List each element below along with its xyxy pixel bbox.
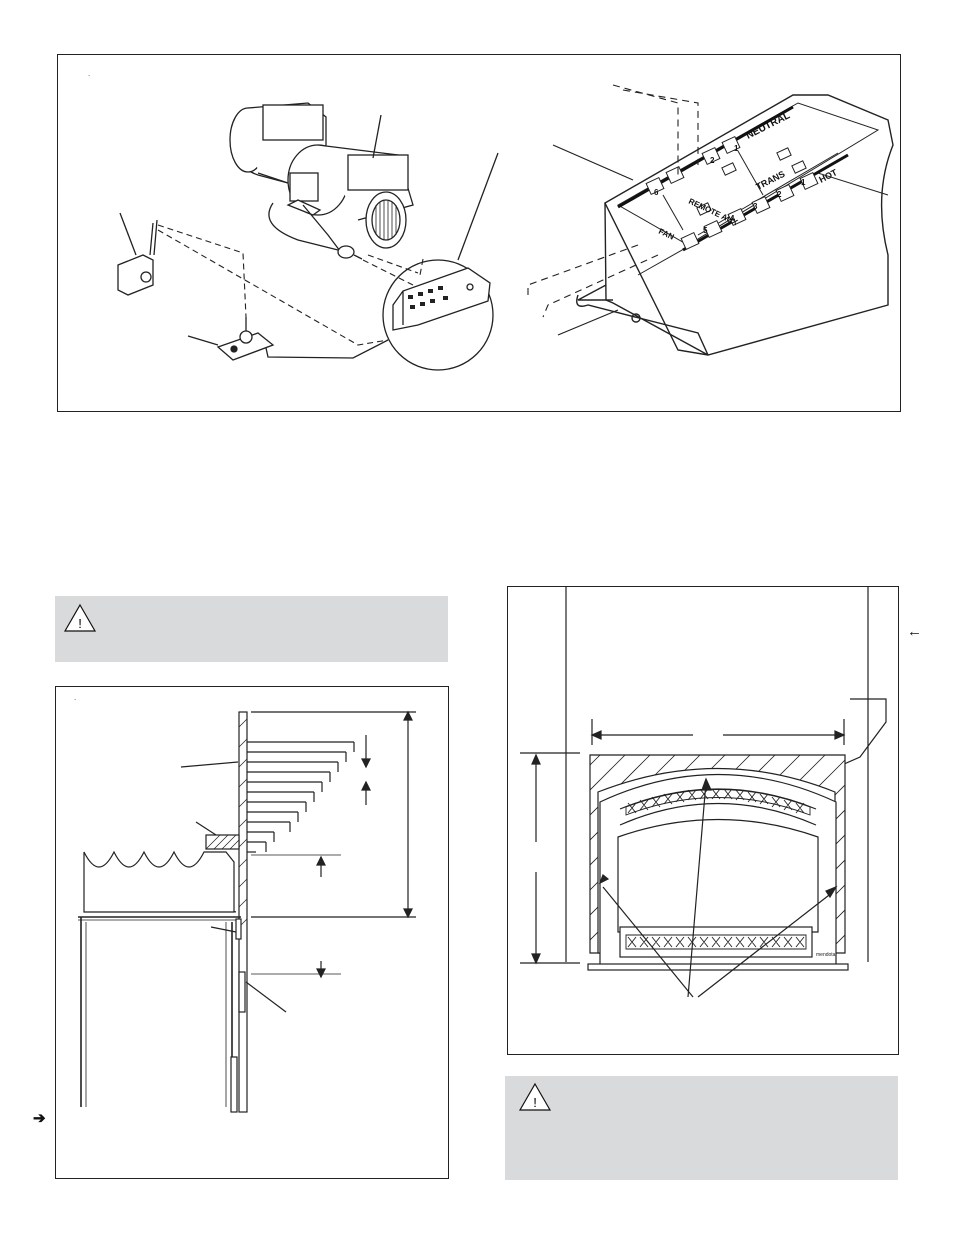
brand-mark: mendota xyxy=(816,952,836,958)
terminal-number-n2: 2 xyxy=(710,156,715,165)
terminal-number-h5: 5 xyxy=(703,226,708,235)
fireplace-face-drawing: mendota xyxy=(520,587,887,998)
svg-text:!: ! xyxy=(78,616,82,631)
fireplace-face-figure: mendota xyxy=(507,586,899,1055)
warning-triangle-icon: ! xyxy=(518,1082,552,1111)
mantel-clearance-drawing xyxy=(78,710,416,1113)
terminal-number-h6: 6 xyxy=(654,188,659,197)
margin-arrow-left: ➔ xyxy=(33,1110,46,1127)
mantel-clearance-figure: . xyxy=(55,686,449,1179)
terminal-number-h4: 4 xyxy=(730,214,735,223)
terminal-number-h1: 1 xyxy=(801,178,806,187)
figure-corner-dot: . xyxy=(74,693,77,702)
blower-wiring-drawing: NEUTRAL TRANS HOT REMOTE AUX FAN 2 1 6 5… xyxy=(117,84,894,371)
figure-corner-dot: . xyxy=(88,69,91,78)
warning-box-right: ! xyxy=(505,1076,898,1180)
warning-box-left: ! xyxy=(55,596,448,662)
blower-wiring-figure: . xyxy=(57,54,901,412)
svg-text:!: ! xyxy=(533,1095,537,1110)
margin-arrow-right: ← xyxy=(907,623,922,640)
warning-triangle-icon: ! xyxy=(63,603,97,632)
terminal-number-h2: 2 xyxy=(777,190,782,199)
terminal-number-n1: 1 xyxy=(734,144,739,153)
terminal-number-h3: 3 xyxy=(753,202,758,211)
